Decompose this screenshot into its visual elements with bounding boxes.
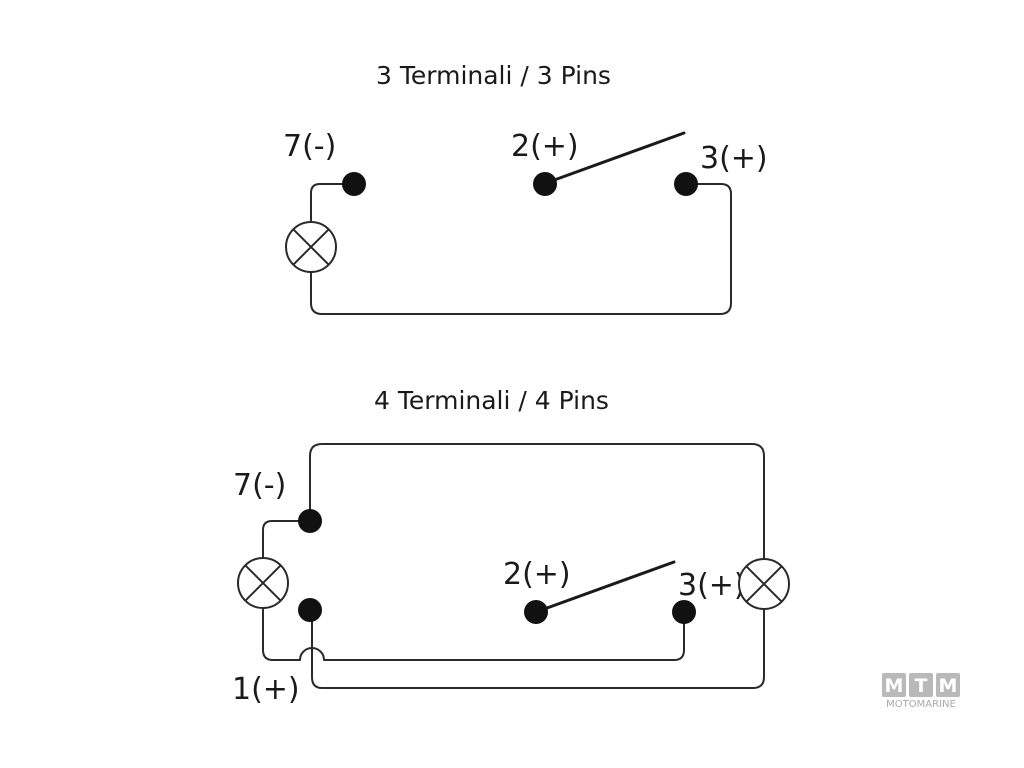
watermark-letter: T [915,675,928,697]
wire-left-lamp-to-pin3 [262,607,685,661]
pin-2-label: 2(+) [503,557,571,592]
mtm-watermark-logo: M T M MOTOMARINE [882,673,960,710]
pin-2-terminal [533,172,557,196]
lamp-icon [738,558,790,610]
pin-7-terminal [298,509,322,533]
switch-lever-icon [534,560,676,614]
pin-7-terminal [342,172,366,196]
wire-right-lamp-to-pin1 [311,608,765,689]
lamp-icon [237,557,289,609]
pin-2-label: 2(+) [511,129,579,164]
watermark-letter: M [885,675,904,697]
lamp-icon [285,221,337,273]
wire-lamp-to-pin3 [310,183,732,315]
pin-2-terminal [524,600,548,624]
pin-3-label: 3(+) [700,141,768,176]
wire-pin7-to-left-lamp [262,520,311,559]
watermark-subtitle: MOTOMARINE [886,699,956,710]
pin-7-label: 7(-) [233,468,286,503]
watermark-letter: M [939,675,958,697]
diagram-4-pins: 4 Terminali / 4 Pins 7(-) 2(+) 3(+) 1(+) [232,386,790,707]
diagram-4-pins-title: 4 Terminali / 4 Pins [374,386,609,415]
pin-3-label: 3(+) [678,568,746,603]
diagram-3-pins-title: 3 Terminali / 3 Pins [376,61,611,90]
pin-3-terminal [674,172,698,196]
diagram-3-pins: 3 Terminali / 3 Pins 7(-) 2(+) 3(+) [283,61,768,315]
pin-1-label: 1(+) [232,672,300,707]
wire-pin7-top-loop [309,443,765,560]
pin-3-terminal [672,600,696,624]
pin-1-terminal [298,598,322,622]
switch-lever-icon [544,131,686,185]
wire-pin7-to-lamp [310,183,355,223]
pin-7-label: 7(-) [283,129,336,164]
